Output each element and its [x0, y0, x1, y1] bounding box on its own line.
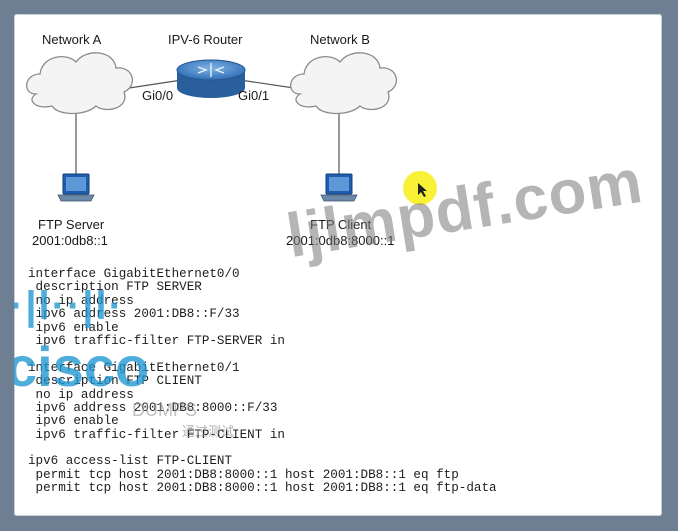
network-b-label: Network B — [310, 32, 370, 47]
ftp-client-ip: 2001:0db8:8000::1 — [286, 233, 395, 248]
config-line: ipv6 access-list FTP-CLIENT — [28, 454, 233, 469]
watermark-cisco-bars: ·|l··|l· — [14, 284, 124, 328]
config-line: ipv6 address 2001:DB8:8000::F/33 — [28, 400, 278, 415]
network-a-cloud-icon — [26, 52, 134, 115]
config-line: no ip address — [28, 293, 134, 308]
router-label: IPV-6 Router — [168, 32, 243, 47]
port-gi0-0-label: Gi0/0 — [142, 88, 174, 103]
config-line: ipv6 enable — [28, 320, 119, 335]
port-gi0-1-label: Gi0/1 — [238, 88, 270, 103]
ftp-server-label: FTP Server — [38, 217, 105, 232]
router-config-text: interface GigabitEthernet0/0 description… — [28, 267, 497, 496]
config-line: ipv6 traffic-filter FTP-CLIENT in — [28, 427, 285, 442]
config-line: ipv6 enable — [28, 414, 119, 429]
ftp-server-ip: 2001:0db8::1 — [32, 233, 108, 248]
config-line: interface GigabitEthernet0/1 — [28, 360, 240, 375]
config-line: interface GigabitEthernet0/0 — [28, 267, 240, 281]
config-line: ipv6 traffic-filter FTP-SERVER in — [28, 333, 285, 348]
watermark-cisco: cisco — [14, 335, 150, 398]
network-diagram — [26, 52, 437, 205]
router-icon — [176, 59, 246, 98]
config-line: ipv6 address 2001:DB8::F/33 — [28, 307, 240, 322]
config-line: no ip address — [28, 387, 134, 402]
watermark-dumps: DUMPS — [132, 400, 198, 420]
ftp-client-laptop-icon — [320, 173, 358, 202]
config-line: permit tcp host 2001:DB8:8000::1 host 20… — [28, 467, 459, 482]
cursor-highlight-icon — [403, 171, 437, 205]
link-router-b — [239, 79, 295, 89]
watermark-cn: 通过测试 — [182, 425, 235, 440]
config-line: description FTP CLIENT — [28, 374, 202, 389]
config-line: description FTP SERVER — [28, 280, 202, 295]
network-b-cloud-icon — [290, 52, 398, 115]
config-blank-line — [28, 442, 497, 455]
link-a-router — [128, 79, 183, 89]
ftp-server-laptop-icon — [57, 173, 95, 202]
network-a-label: Network A — [42, 32, 102, 47]
config-line: permit tcp host 2001:DB8:8000::1 host 20… — [28, 481, 497, 496]
screenshot-frame: Network A IPV-6 Router Network B Gi0/0 G… — [14, 14, 662, 516]
ftp-client-label: FTP Client — [310, 217, 372, 232]
